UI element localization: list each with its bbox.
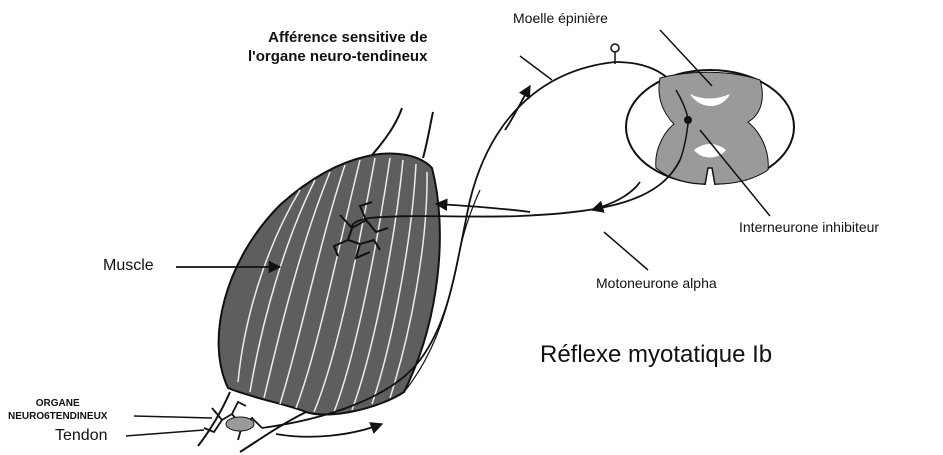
arrow-tendon-afferent xyxy=(276,424,382,437)
ganglion-soma xyxy=(611,44,619,52)
leader-organ xyxy=(134,416,212,418)
arrow-motor-to-muscle xyxy=(436,204,530,212)
afferent-label-line2: l'organe neuro-tendineux xyxy=(248,47,427,66)
muscle-label: Muscle xyxy=(103,258,154,274)
motoneuron-label: Motoneurone alpha xyxy=(596,276,717,290)
tendon-organ-label-line2: NEURO6TENDINEUX xyxy=(8,410,107,423)
arrow-motor-out xyxy=(592,182,640,210)
leader-motoneuron xyxy=(604,232,648,270)
grey-matter xyxy=(656,72,769,184)
interneuron-label: Interneurone inhibiteur xyxy=(739,220,879,234)
leader-afferent xyxy=(520,56,552,80)
arrow-afferent-up xyxy=(505,86,530,130)
leader-tendon xyxy=(126,430,204,436)
spinal-cord xyxy=(626,70,794,185)
diagram-title: Réflexe myotatique Ib xyxy=(540,343,772,367)
tendon-organ-blob xyxy=(226,417,254,431)
tendon-organ-label-line1: ORGANE xyxy=(8,397,107,410)
tendon-label: Tendon xyxy=(55,428,108,444)
upper-tendon xyxy=(372,108,433,158)
afferent-label-line1: Afférence sensitive de xyxy=(248,28,427,47)
spinal-cord-label: Moelle épinière xyxy=(513,11,608,25)
afferent-label: Afférence sensitive de l'organe neuro-te… xyxy=(248,28,427,66)
tendon-organ-label: ORGANE NEURO6TENDINEUX xyxy=(8,397,107,423)
